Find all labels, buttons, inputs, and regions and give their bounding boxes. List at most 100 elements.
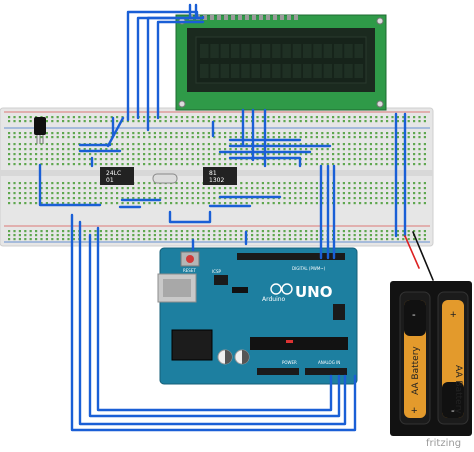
breadboard-hole: [40, 143, 43, 146]
breadboard-hole: [56, 238, 59, 241]
breadboard-hole: [294, 148, 297, 151]
lcd-cell: [200, 64, 209, 78]
breadboard-hole: [175, 182, 178, 185]
breadboard-hole: [72, 148, 75, 151]
breadboard-hole: [13, 234, 16, 237]
breadboard-hole: [51, 234, 54, 237]
breadboard-hole: [159, 192, 162, 195]
breadboard-hole: [407, 120, 410, 123]
breadboard-hole: [369, 234, 372, 237]
breadboard-hole: [121, 153, 124, 156]
breadboard-hole: [83, 153, 86, 156]
breadboard-hole: [396, 182, 399, 185]
breadboard-hole: [45, 230, 48, 233]
breadboard-hole: [299, 234, 302, 237]
breadboard-hole: [207, 158, 210, 161]
breadboard-hole: [175, 136, 178, 139]
arduino-brand-label: Arduino: [262, 296, 286, 303]
breadboard-hole: [407, 192, 410, 195]
breadboard-hole: [310, 120, 313, 123]
breadboard-hole: [153, 182, 156, 185]
breadboard-hole: [116, 143, 119, 146]
breadboard-hole: [364, 136, 367, 139]
breadboard-hole: [294, 116, 297, 119]
breadboard-hole: [164, 234, 167, 237]
breadboard-hole: [299, 238, 302, 241]
breadboard-hole: [116, 238, 119, 241]
breadboard-hole: [72, 143, 75, 146]
breadboard-hole: [272, 148, 275, 151]
breadboard-hole: [348, 197, 351, 200]
breadboard-hole: [110, 192, 113, 195]
breadboard-hole: [8, 230, 11, 233]
breadboard-hole: [353, 202, 356, 205]
breadboard-hole: [8, 163, 11, 166]
breadboard-hole: [72, 153, 75, 156]
breadboard-hole: [116, 163, 119, 166]
breadboard-hole: [353, 163, 356, 166]
breadboard-hole: [234, 163, 237, 166]
breadboard-hole: [218, 148, 221, 151]
breadboard-hole: [116, 187, 119, 190]
lcd-cell: [313, 64, 322, 78]
breadboard-hole: [213, 153, 216, 156]
breadboard-hole: [143, 136, 146, 139]
breadboard-hole: [413, 120, 416, 123]
breadboard-hole: [186, 158, 189, 161]
breadboard-hole: [35, 158, 38, 161]
breadboard-hole: [315, 158, 318, 161]
breadboard-hole: [99, 116, 102, 119]
breadboard-hole: [116, 120, 119, 123]
breadboard-hole: [13, 238, 16, 241]
breadboard-hole: [342, 182, 345, 185]
breadboard-hole: [224, 136, 227, 139]
breadboard-hole: [288, 202, 291, 205]
breadboard-hole: [180, 158, 183, 161]
breadboard-hole: [267, 234, 270, 237]
breadboard-hole: [267, 187, 270, 190]
breadboard-hole: [121, 197, 124, 200]
breadboard-hole: [261, 143, 264, 146]
breadboard-hole: [110, 116, 113, 119]
breadboard-hole: [99, 120, 102, 123]
lcd-cell: [333, 44, 343, 58]
breadboard-hole: [175, 158, 178, 161]
breadboard-hole: [310, 163, 313, 166]
breadboard-hole: [337, 153, 340, 156]
breadboard-hole: [375, 163, 378, 166]
breadboard-hole: [56, 158, 59, 161]
breadboard-hole: [56, 202, 59, 205]
breadboard-hole: [337, 132, 340, 135]
breadboard-hole: [99, 148, 102, 151]
breadboard-hole: [380, 148, 383, 151]
breadboard-hole: [121, 234, 124, 237]
breadboard-hole: [51, 120, 54, 123]
breadboard-hole: [56, 234, 59, 237]
breadboard-hole: [105, 120, 108, 123]
breadboard-hole: [299, 153, 302, 156]
breadboard-hole: [224, 143, 227, 146]
breadboard-hole: [332, 120, 335, 123]
breadboard-hole: [315, 136, 318, 139]
breadboard-hole: [396, 234, 399, 237]
breadboard-hole: [278, 182, 281, 185]
breadboard-hole: [272, 120, 275, 123]
breadboard-hole: [396, 230, 399, 233]
rtc-label-line2: 1302: [209, 177, 224, 184]
breadboard-hole: [418, 187, 421, 190]
breadboard-hole: [143, 153, 146, 156]
breadboard-hole: [186, 136, 189, 139]
battery-pack: AA Battery AA Battery - + + -: [390, 281, 472, 436]
breadboard-hole: [359, 136, 362, 139]
breadboard-hole: [213, 136, 216, 139]
breadboard-hole: [45, 187, 48, 190]
breadboard-hole: [13, 116, 16, 119]
breadboard-hole: [51, 148, 54, 151]
breadboard-hole: [294, 136, 297, 139]
breadboard-hole: [353, 116, 356, 119]
breadboard-hole: [202, 153, 205, 156]
breadboard-hole: [29, 148, 32, 151]
breadboard-hole: [137, 143, 140, 146]
breadboard-hole: [359, 143, 362, 146]
breadboard-hole: [364, 116, 367, 119]
